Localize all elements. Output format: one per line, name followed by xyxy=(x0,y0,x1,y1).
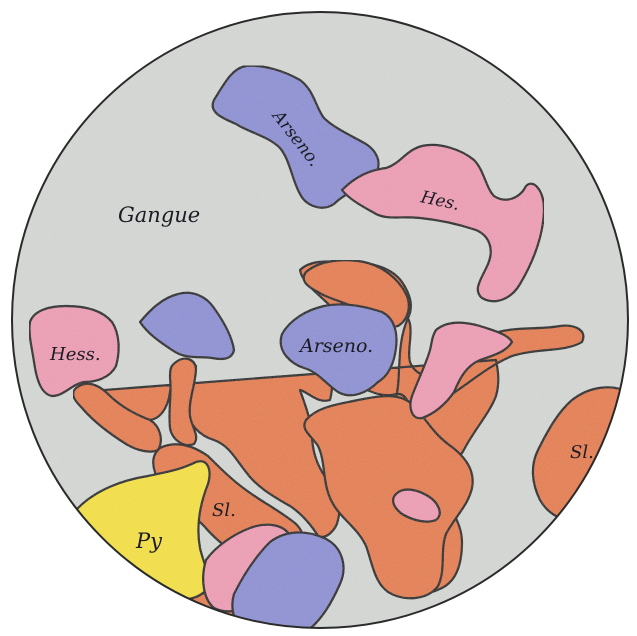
label-arseno-center: Arseno. xyxy=(298,335,373,357)
label-sl-right: Sl. xyxy=(570,442,594,463)
label-sl-lower: Sl. xyxy=(212,500,236,521)
label-py: Py xyxy=(135,529,163,553)
label-gangue: Gangue xyxy=(118,203,200,227)
label-hess-left: Hess. xyxy=(49,344,101,365)
